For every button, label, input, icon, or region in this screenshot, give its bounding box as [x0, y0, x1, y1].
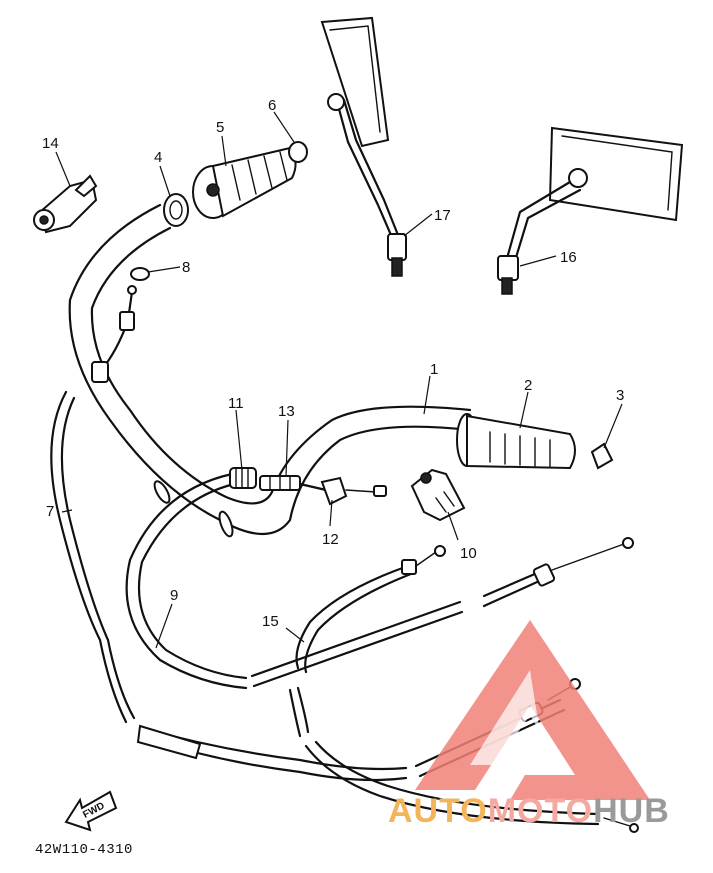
- callout-13: 13: [278, 403, 295, 420]
- handlebar: [68, 203, 472, 538]
- callout-3: 3: [616, 387, 624, 404]
- automotohub-logo: [415, 620, 650, 800]
- callout-14: 14: [42, 135, 59, 152]
- throttle-grip: [192, 146, 297, 219]
- cable-fitting: [320, 476, 387, 506]
- callout-17: 17: [434, 207, 451, 224]
- lever-holder: [410, 468, 466, 522]
- mirror-right: [497, 126, 684, 295]
- diagram-code: 42W110-4310: [35, 842, 133, 858]
- callout-9: 9: [170, 587, 178, 604]
- callout-8: 8: [182, 259, 190, 276]
- callout-12: 12: [322, 531, 339, 548]
- switch-housing: [33, 174, 98, 234]
- callout-7: 7: [46, 503, 54, 520]
- cable-adjuster: [229, 467, 328, 492]
- brand-moto: MOTO: [487, 792, 594, 830]
- callout-16: 16: [560, 249, 577, 266]
- brand-wordmark: AUTOMOTOHUB: [388, 792, 670, 831]
- callout-10: 10: [460, 545, 477, 562]
- callout-6: 6: [268, 97, 276, 114]
- choke-cable: [288, 545, 639, 833]
- throttle-cable: [50, 390, 408, 782]
- grip-right: [456, 413, 576, 470]
- brand-auto: AUTO: [388, 792, 488, 830]
- brand-hub: HUB: [593, 792, 670, 830]
- callout-15: 15: [262, 613, 279, 630]
- throttle-collar: [163, 193, 189, 227]
- fwd-arrow-icon: FWD: [64, 790, 118, 832]
- throttle-end-cap: [288, 141, 308, 163]
- clutch-cable: [125, 472, 634, 690]
- callout-2: 2: [524, 377, 532, 394]
- mirror-left: [320, 16, 407, 277]
- callout-5: 5: [216, 119, 224, 136]
- callout-4: 4: [154, 149, 162, 166]
- end-cap-right: [590, 442, 614, 470]
- callout-11: 11: [228, 395, 244, 412]
- cable-holder: [91, 267, 150, 383]
- callout-1: 1: [430, 361, 438, 378]
- leader-lines: [55, 111, 623, 649]
